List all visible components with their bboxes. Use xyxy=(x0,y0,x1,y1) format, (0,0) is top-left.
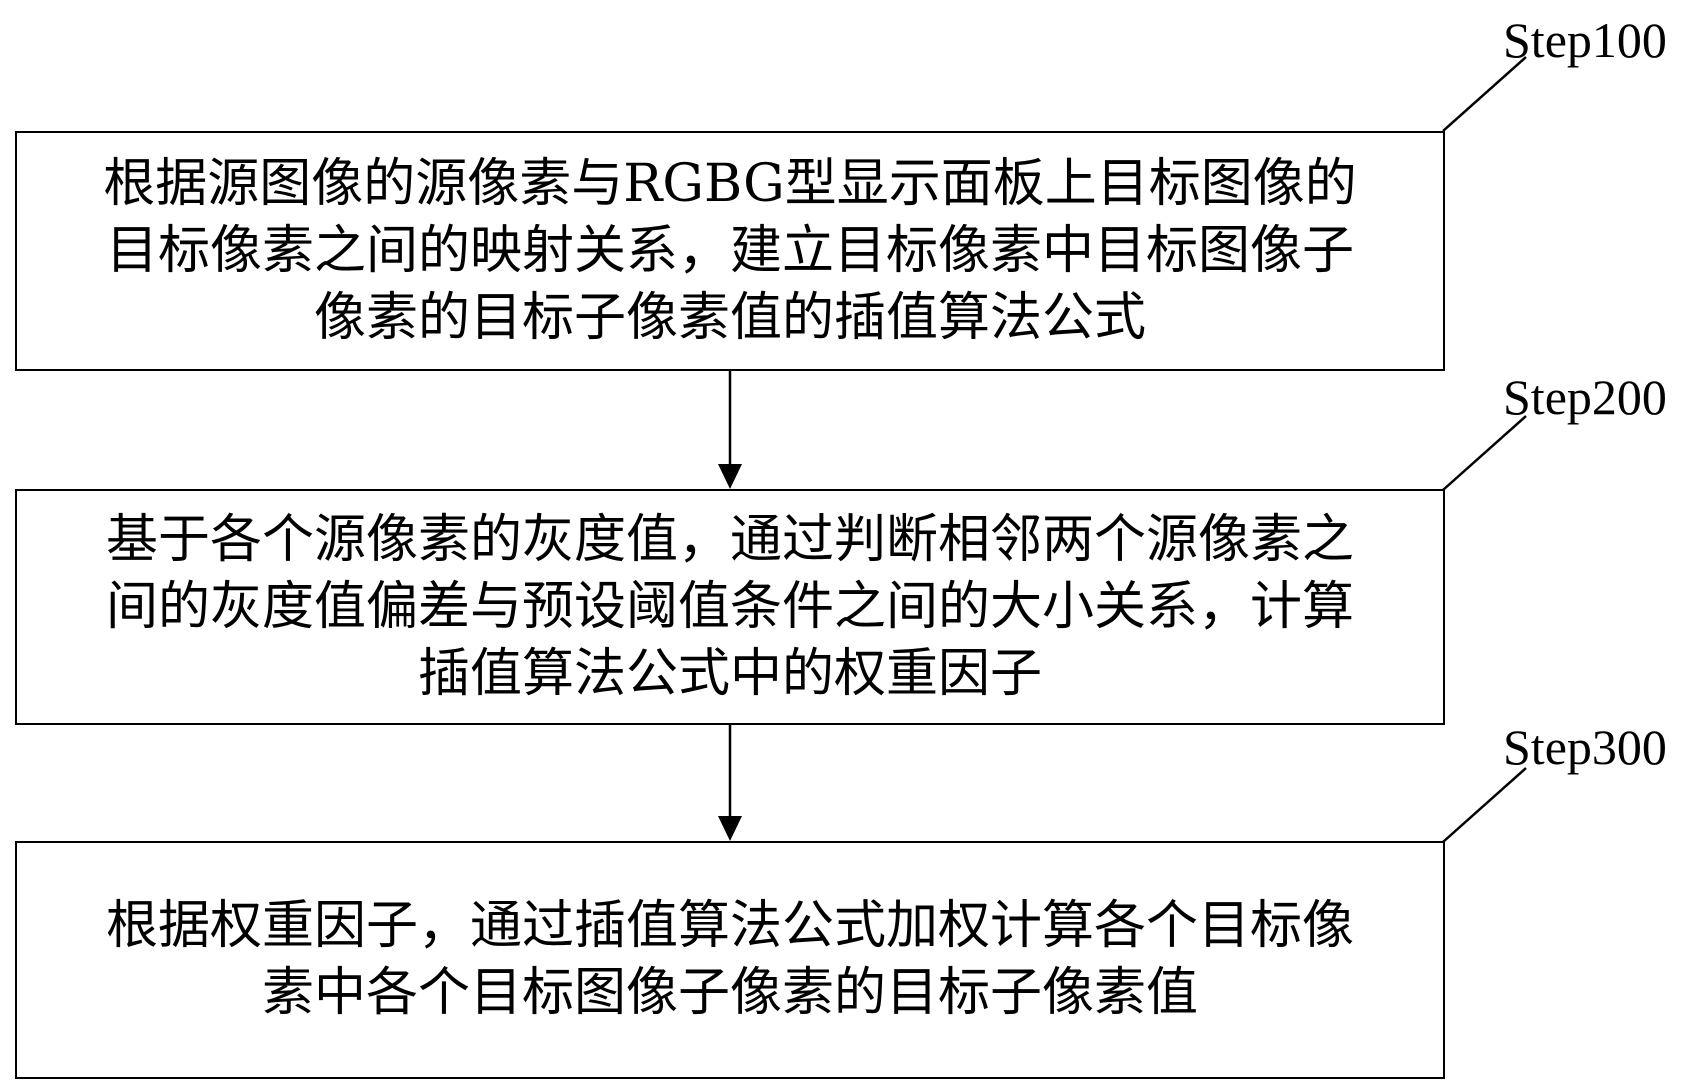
step100-label: Step100 xyxy=(1503,12,1667,68)
leader-line-step100 xyxy=(1442,56,1527,132)
step100-line-1: 根据源图像的源像素与RGBG型显示面板上目标图像的 xyxy=(103,153,1357,214)
arrow-step100-to-step200 xyxy=(718,370,742,489)
leader-line-step200 xyxy=(1442,415,1527,491)
step300-line-1: 根据权重因子，通过插值算法公式加权计算各个目标像 xyxy=(105,896,1354,956)
step300-line-2: 素中各个目标图像子像素的目标子像素值 xyxy=(261,963,1198,1023)
step300-box: 根据权重因子，通过插值算法公式加权计算各个目标像 素中各个目标图像子像素的目标子… xyxy=(15,841,1445,1079)
step100-line-3: 像素的目标子像素值的插值算法公式 xyxy=(313,287,1146,348)
step100-line-2: 目标像素之间的映射关系，建立目标像素中目标图像子 xyxy=(105,220,1354,281)
step200-line-1: 基于各个源像素的灰度值，通过判断相邻两个源像素之 xyxy=(105,509,1354,570)
step200-text: 基于各个源像素的灰度值，通过判断相邻两个源像素之 间的灰度值偏差与预设阈值条件之… xyxy=(98,507,1362,708)
step200-box: 基于各个源像素的灰度值，通过判断相邻两个源像素之 间的灰度值偏差与预设阈值条件之… xyxy=(15,489,1445,725)
step100-text: 根据源图像的源像素与RGBG型显示面板上目标图像的 目标像素之间的映射关系，建立… xyxy=(95,151,1364,352)
step200-line-3: 插值算法公式中的权重因子 xyxy=(417,643,1042,704)
step300-label: Step300 xyxy=(1503,719,1667,775)
step100-box: 根据源图像的源像素与RGBG型显示面板上目标图像的 目标像素之间的映射关系，建立… xyxy=(15,131,1445,371)
step200-label: Step200 xyxy=(1503,369,1667,425)
leader-line-step300 xyxy=(1442,767,1527,843)
arrow-step200-to-step300 xyxy=(718,725,742,841)
step300-text: 根据权重因子，通过插值算法公式加权计算各个目标像 素中各个目标图像子像素的目标子… xyxy=(98,893,1362,1027)
step200-line-2: 间的灰度值偏差与预设阈值条件之间的大小关系，计算 xyxy=(105,576,1354,637)
